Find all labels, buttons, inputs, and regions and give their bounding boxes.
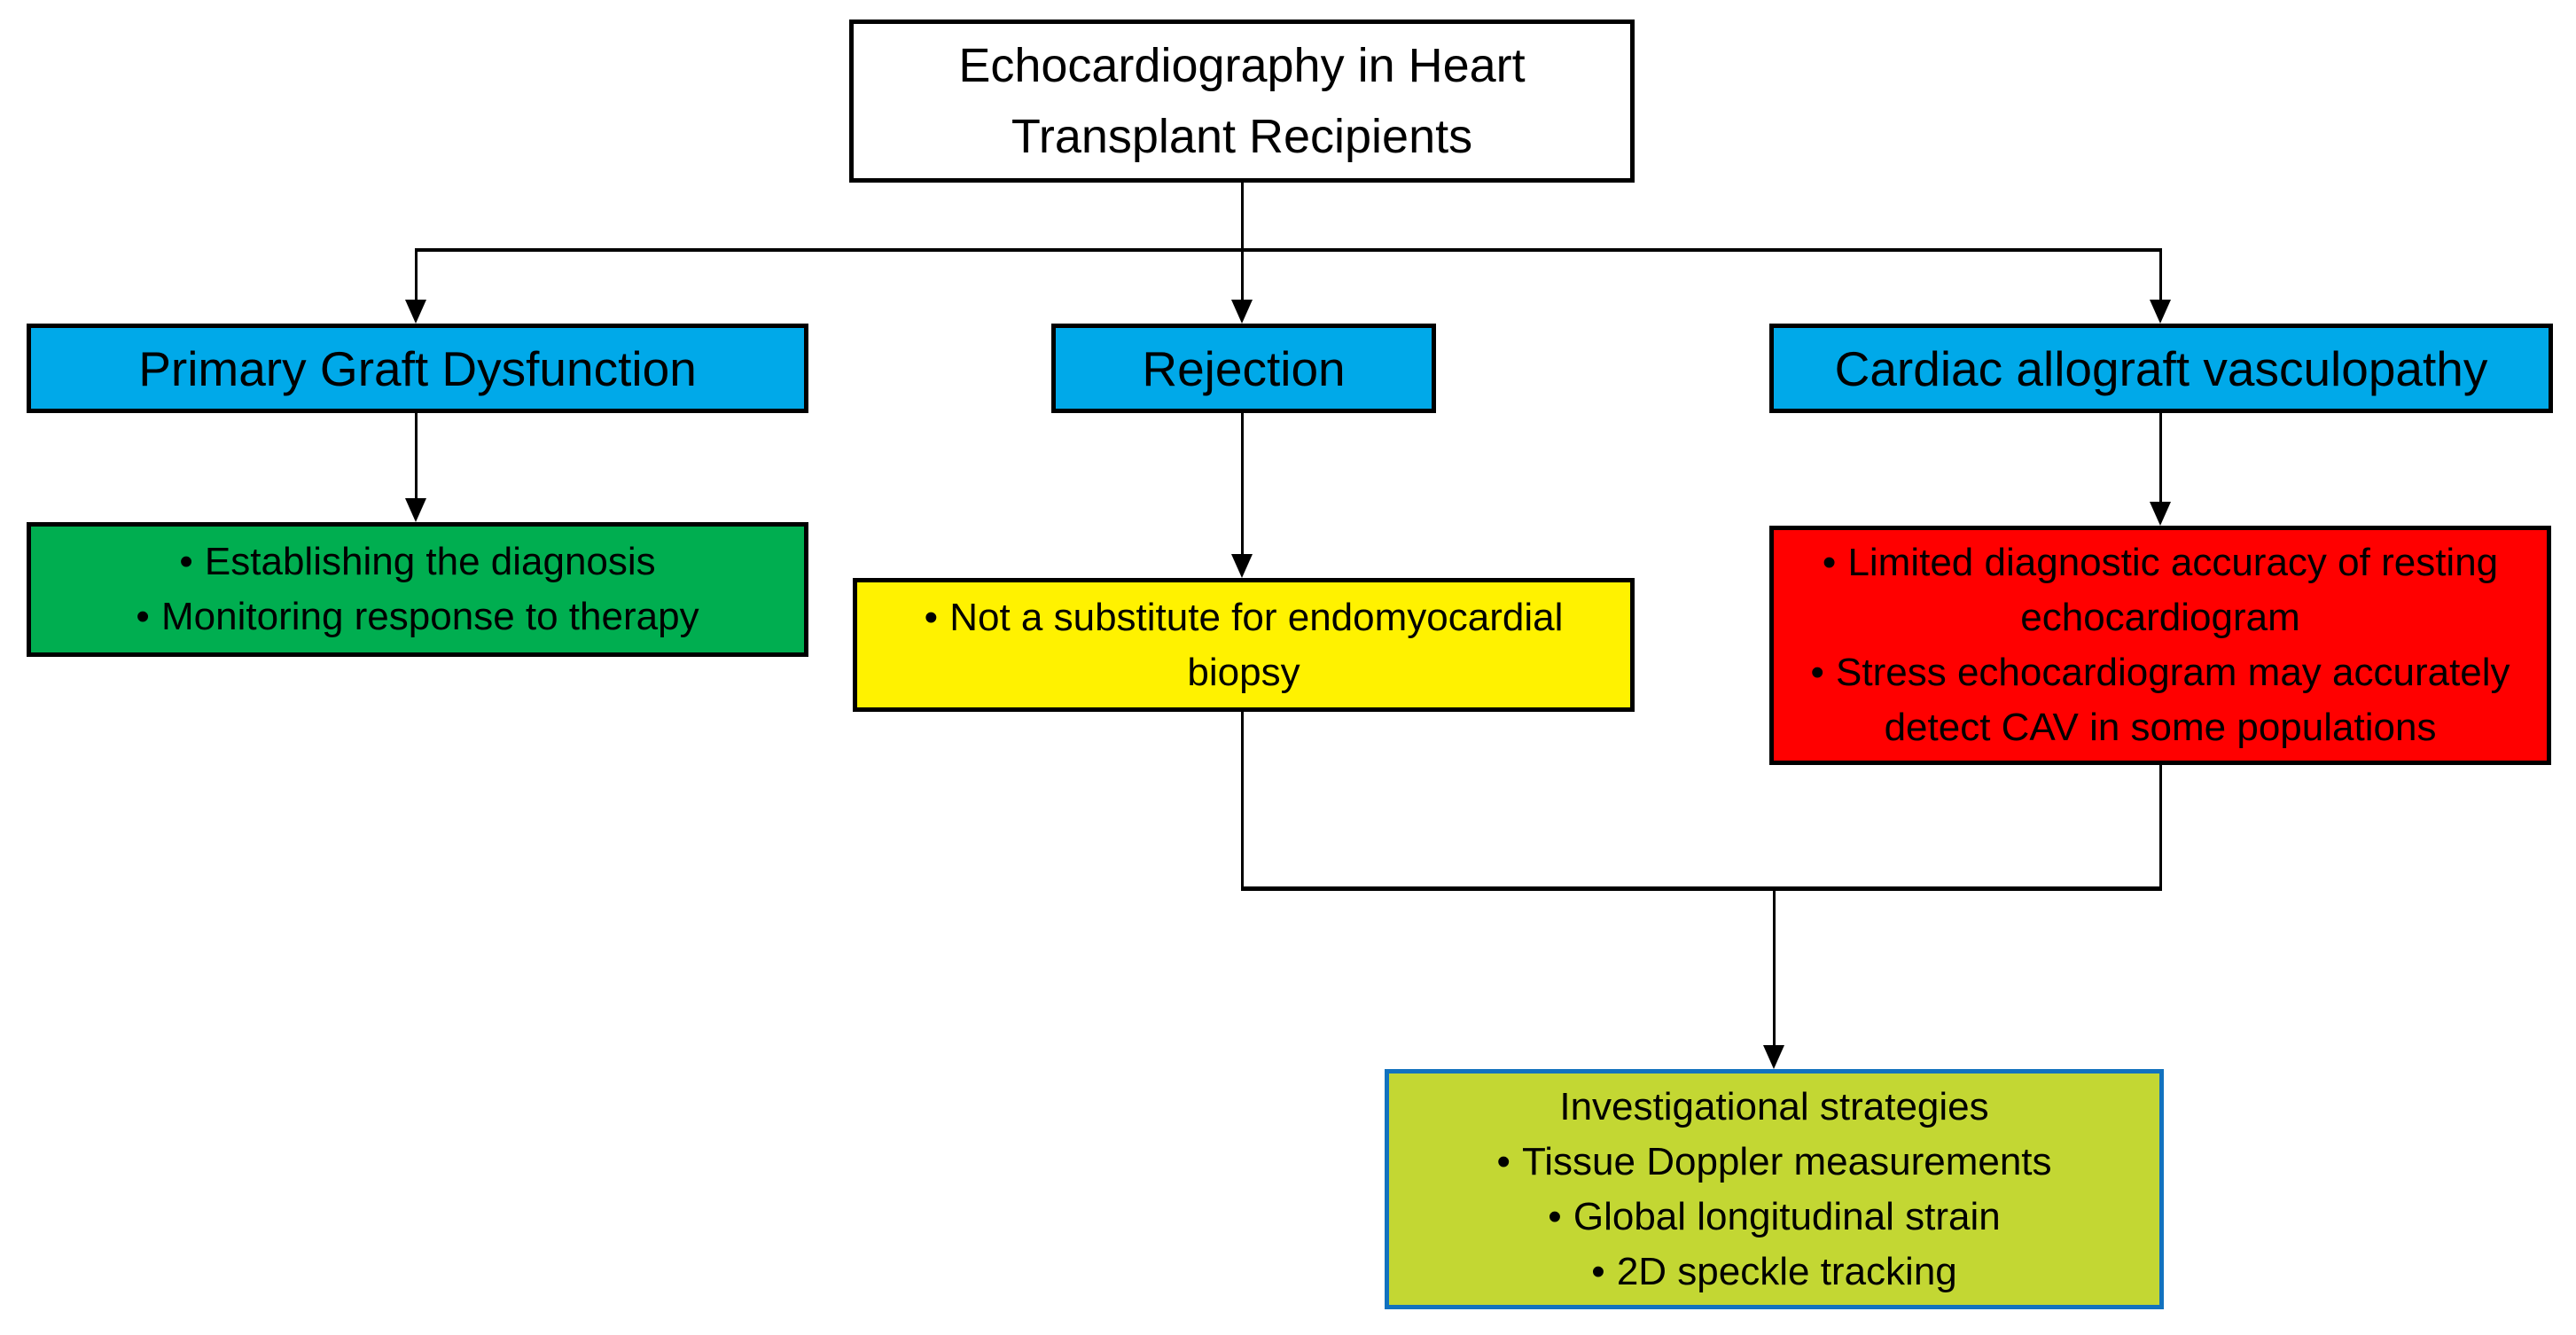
bullet-icon: • — [136, 595, 150, 638]
investigational-heading: Investigational strategies — [1559, 1084, 1989, 1128]
detail-box-cardiac-allograft-vasculopathy: •Limited diagnostic accuracy of resting … — [1769, 526, 2551, 765]
bullet-item: • Tissue Doppler measurements — [1389, 1135, 2159, 1190]
connector-to-pgd-line — [415, 248, 418, 303]
bullet-text: Establishing the diagnosis — [204, 540, 656, 583]
bullet-icon: • — [924, 595, 939, 639]
branch-box-primary-graft-dysfunction: Primary Graft Dysfunction — [27, 324, 808, 413]
bullet-icon: • — [1548, 1194, 1562, 1238]
connector-pgd-to-green-line — [415, 413, 418, 500]
arrow-down-icon — [1231, 300, 1253, 324]
bullet-icon: • — [1591, 1249, 1605, 1293]
bullet-item: •Limited diagnostic accuracy of resting … — [1781, 535, 2540, 645]
bullet-text: Not a substitute for endomyocardial biop… — [949, 595, 1564, 694]
arrow-down-icon — [1231, 554, 1253, 578]
branch-label: Cardiac allograft vasculopathy — [1834, 340, 2488, 396]
branch-label: Primary Graft Dysfunction — [138, 340, 697, 396]
arrow-down-icon — [2150, 502, 2171, 526]
branch-label: Rejection — [1142, 340, 1346, 396]
bullet-item: • Establishing the diagnosis — [31, 535, 804, 589]
bullet-item: • Monitoring response to therapy — [31, 589, 804, 644]
bullet-text: 2D speckle tracking — [1616, 1249, 1957, 1293]
connector-red-down-line — [2159, 765, 2162, 891]
title-text: Echocardiography in Heart Transplant Rec… — [958, 39, 1526, 163]
branch-box-rejection: Rejection — [1051, 324, 1436, 413]
bullet-text: Stress echocardiogram may accurately det… — [1836, 651, 2510, 749]
branch-box-cardiac-allograft-vasculopathy: Cardiac allograft vasculopathy — [1769, 324, 2553, 413]
connector-to-cav-line — [2159, 248, 2162, 303]
connector-rejection-to-yellow-line — [1241, 413, 1244, 555]
bullet-item: •Global longitudinal strain — [1389, 1190, 2159, 1245]
arrow-down-icon — [405, 300, 426, 324]
connector-title-to-rejection-line — [1241, 183, 1244, 303]
bullet-text: Tissue Doppler measurements — [1522, 1139, 2052, 1183]
title-box: Echocardiography in Heart Transplant Rec… — [849, 20, 1635, 183]
bullet-icon: • — [1810, 651, 1824, 694]
bullet-item: •2D speckle tracking — [1389, 1245, 2159, 1300]
connector-yellow-down-line — [1241, 712, 1244, 891]
bullet-text: Global longitudinal strain — [1573, 1194, 2001, 1238]
bullet-icon: • — [1822, 541, 1837, 584]
connector-to-investigational-line — [1773, 891, 1776, 1047]
connector-top-horizontal-line — [416, 248, 2162, 252]
bullet-icon: • — [1496, 1139, 1510, 1183]
arrow-down-icon — [2150, 300, 2171, 324]
connector-cav-to-red-line — [2159, 413, 2162, 503]
bullet-text: Monitoring response to therapy — [161, 595, 699, 638]
connector-lower-horizontal-line — [1241, 886, 2162, 891]
arrow-down-icon — [405, 498, 426, 522]
bullet-text: Limited diagnostic accuracy of resting e… — [1847, 541, 2499, 639]
bullet-item: •Not a substitute for endomyocardial bio… — [898, 590, 1589, 700]
bullet-icon: • — [179, 540, 193, 583]
detail-box-primary-graft-dysfunction: • Establishing the diagnosis • Monitoring … — [27, 522, 808, 657]
bullet-item: • Stress echocardiogram may accurately de… — [1781, 645, 2540, 755]
detail-box-investigational-strategies: Investigational strategies • Tissue Doppl… — [1385, 1069, 2164, 1309]
detail-box-rejection: •Not a substitute for endomyocardial bio… — [853, 578, 1635, 712]
arrow-down-icon — [1763, 1045, 1784, 1069]
